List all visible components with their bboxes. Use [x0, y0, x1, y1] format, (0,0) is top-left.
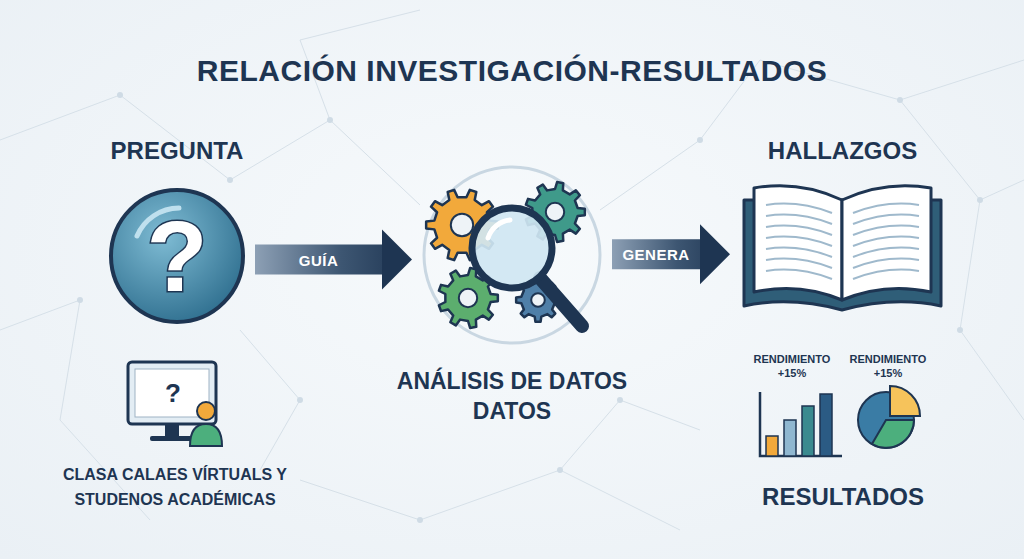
text-line	[766, 270, 832, 279]
text-line	[853, 226, 919, 235]
arrow-label: GUÍA	[299, 251, 339, 268]
book-page-left	[754, 186, 842, 300]
analysis-node: ANÁLISIS DE DATOS DATOS	[362, 160, 662, 422]
text-line	[766, 259, 832, 268]
node-text: ?	[87, 188, 267, 324]
gear-hub	[546, 203, 564, 221]
diagram-title: RELACIÓN INVESTIGACIÓN-RESULTADOS	[0, 54, 1024, 88]
lens-shine	[488, 220, 510, 238]
text-line	[766, 226, 832, 235]
text-line	[853, 248, 919, 257]
arrowhead	[382, 230, 412, 290]
chart-label: RENDIMIENTO +15%	[744, 352, 840, 380]
arrow-shaft	[255, 245, 382, 275]
book-icon	[740, 178, 945, 313]
gear-hub	[531, 293, 545, 307]
results-heading: RESULTADOS	[758, 482, 928, 512]
text-line	[853, 259, 919, 268]
findings-node: HALLAZGOS	[735, 130, 950, 315]
network-lines	[0, 10, 1024, 530]
arrow-shaft	[612, 239, 700, 269]
arrowhead	[700, 224, 730, 284]
text-line	[766, 204, 832, 213]
flow-arrow	[612, 224, 730, 284]
computer-icon	[128, 362, 222, 446]
magnifier-handle	[540, 278, 582, 326]
node-heading: HALLAZGOS	[735, 136, 950, 166]
icon-caption: CLASA CALAES VÍRTUALS Y STUDENOS ACADÉMI…	[52, 462, 298, 512]
text-line	[853, 237, 919, 246]
bar-chart	[760, 392, 842, 456]
analysis-gears	[422, 160, 602, 350]
halo-ring	[424, 167, 600, 343]
screen-question-mark: ?	[158, 376, 188, 410]
book-page-right	[842, 186, 931, 300]
magnifier-lens	[472, 208, 552, 288]
text-line	[853, 204, 919, 213]
pie-chart	[858, 386, 920, 448]
text-line	[766, 237, 832, 246]
node-text: ANÁLISIS DE DATOS DATOS	[362, 366, 662, 426]
node-heading: PREGUNTA	[87, 136, 267, 166]
text-line	[853, 215, 919, 224]
question-node: PREGUNTA?	[87, 130, 267, 330]
gear-hub	[459, 289, 477, 307]
text-line	[853, 270, 919, 279]
flow-arrow	[255, 230, 412, 290]
text-line	[766, 248, 832, 257]
network-dots	[77, 92, 983, 523]
text-line	[766, 215, 832, 224]
arrow-label: GENERA	[622, 246, 689, 263]
chart-label: RENDIMIENTO +15%	[840, 352, 936, 380]
gear-hub	[451, 214, 473, 236]
